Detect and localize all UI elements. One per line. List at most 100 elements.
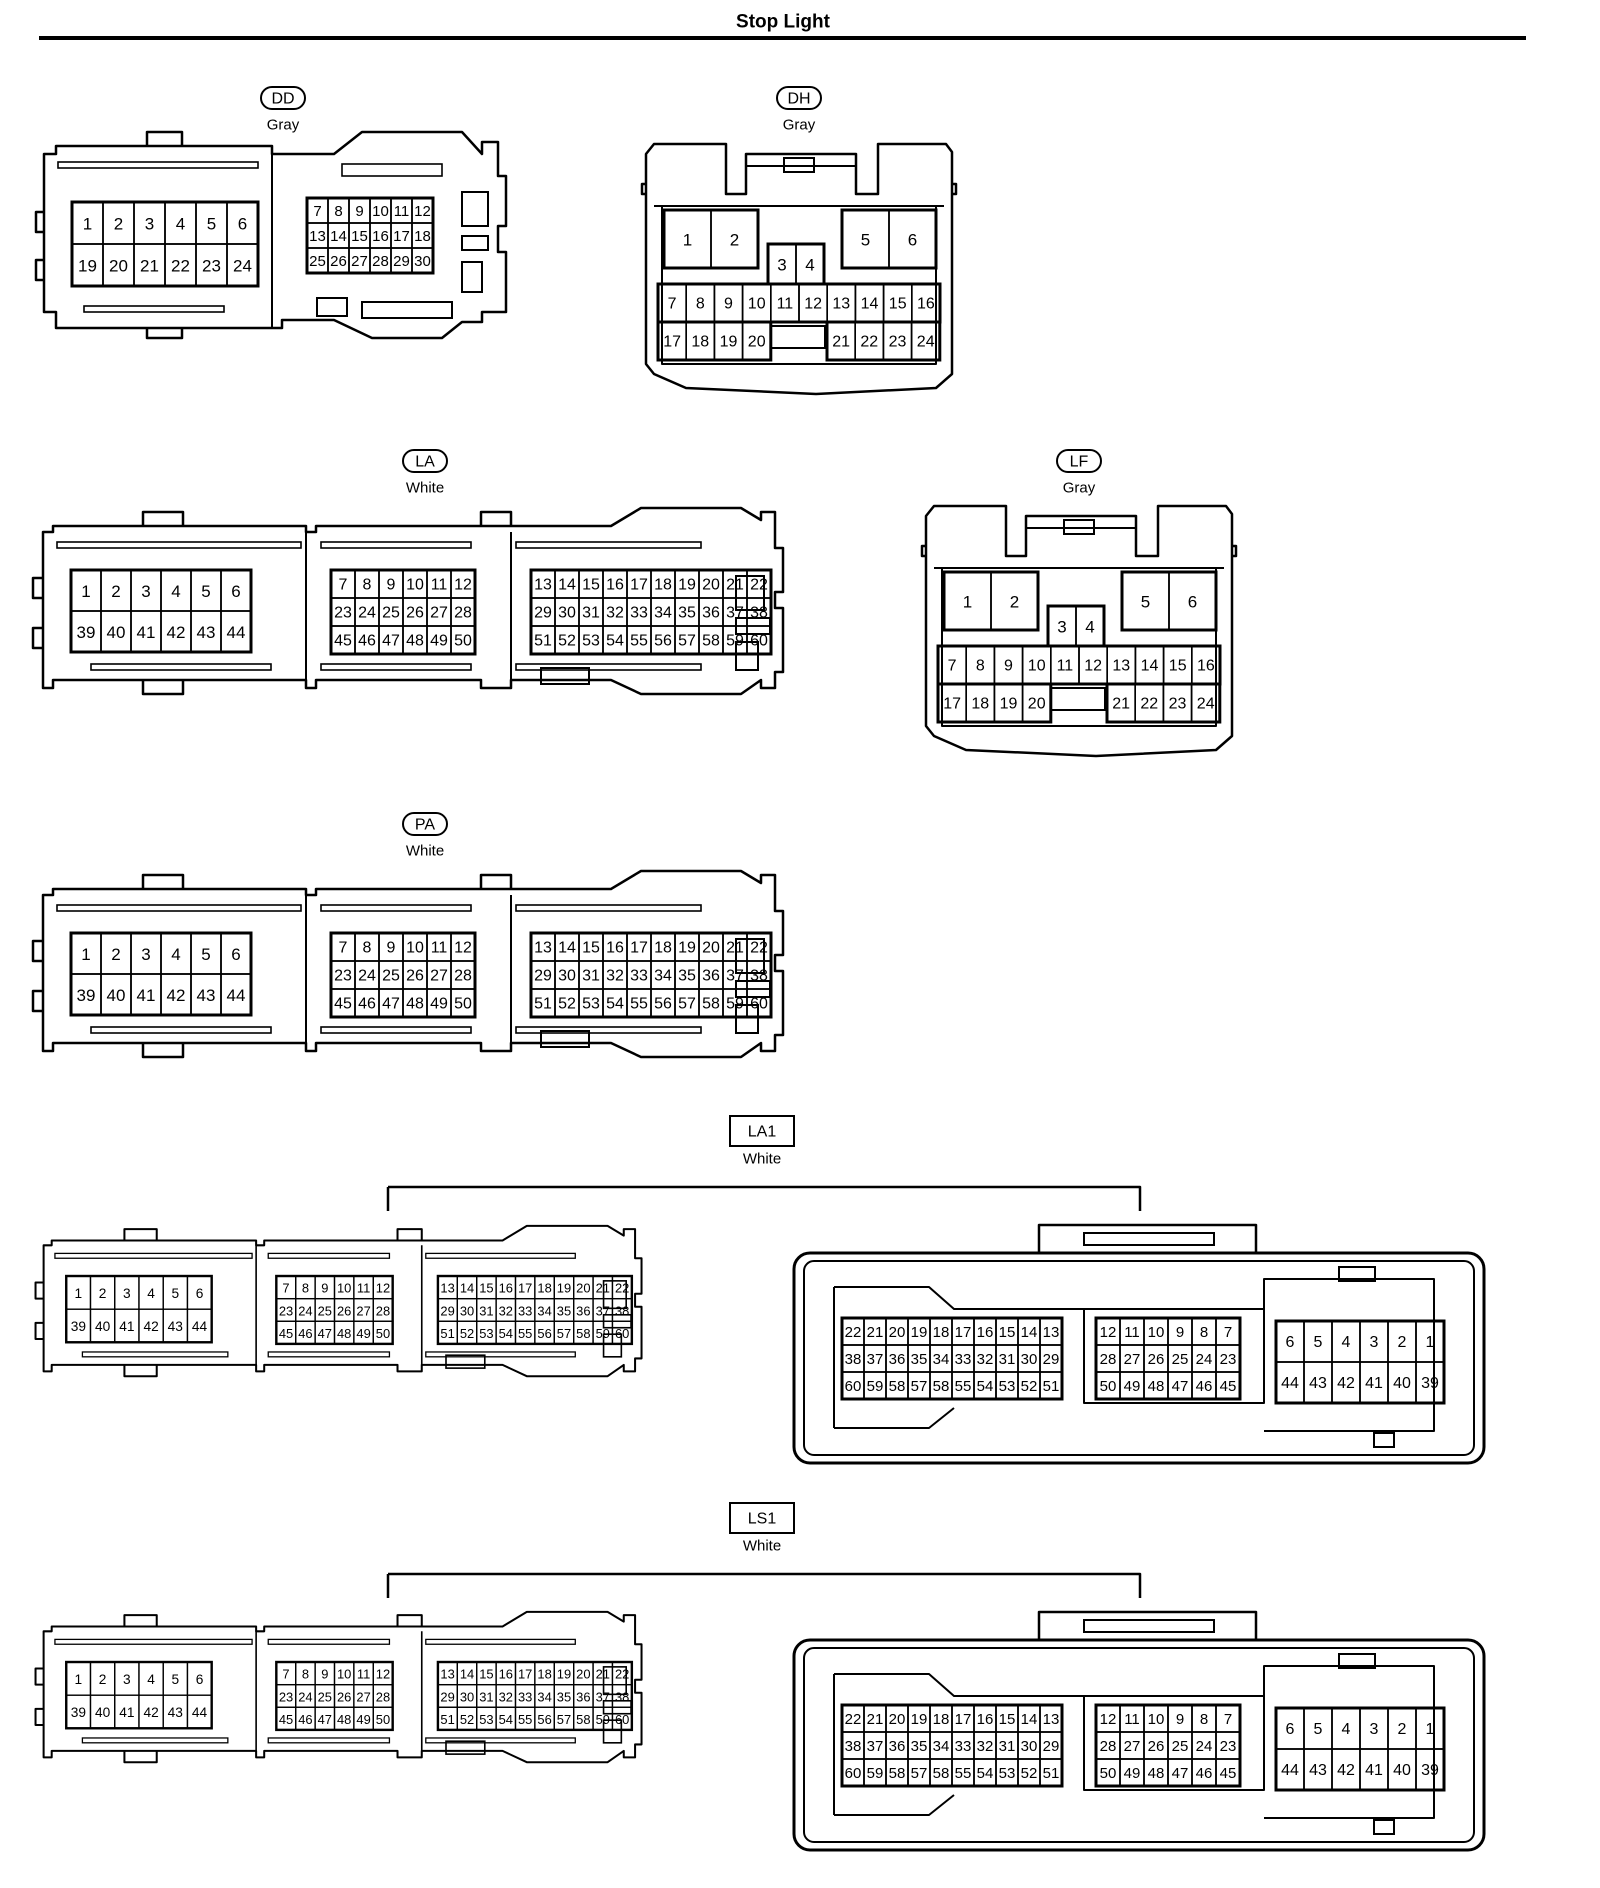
- pin-number: 28: [454, 968, 472, 985]
- pin-number: 9: [1176, 1324, 1184, 1341]
- pin-number: 51: [1043, 1378, 1060, 1395]
- pin-number: 30: [558, 968, 576, 985]
- pin-number: 12: [414, 203, 431, 220]
- pin-number: 6: [231, 945, 240, 964]
- pin-number: 6: [908, 231, 917, 250]
- pin-number: 22: [845, 1711, 862, 1728]
- pin-number: 31: [479, 1303, 493, 1318]
- pin-number: 32: [977, 1738, 994, 1755]
- pin-number: 41: [137, 986, 156, 1005]
- pin-number: 12: [454, 940, 472, 957]
- pin-number: 36: [576, 1303, 590, 1318]
- pin-number: 18: [691, 334, 709, 351]
- pin-number: 51: [534, 633, 552, 650]
- title-rule: [39, 36, 1526, 40]
- pin-number: 10: [337, 1667, 351, 1682]
- pin-number: 18: [971, 696, 989, 713]
- pin-number: 24: [358, 605, 376, 622]
- pin-number: 13: [1112, 658, 1130, 675]
- pin-number: 11: [394, 203, 410, 220]
- pin-number: 6: [1188, 593, 1197, 612]
- pin-number: 29: [1043, 1738, 1060, 1755]
- pin-number: 14: [558, 940, 576, 957]
- pin-number: 37: [596, 1303, 610, 1318]
- pin-number: 2: [114, 215, 123, 234]
- pin-number: 20: [702, 577, 720, 594]
- pin-number: 16: [977, 1324, 994, 1341]
- pin-number: 42: [1337, 1375, 1355, 1392]
- pin-number: 27: [351, 253, 368, 270]
- pin-number: 5: [1314, 1334, 1323, 1351]
- pin-number: 24: [1196, 1738, 1213, 1755]
- pin-number: 10: [748, 296, 766, 313]
- pin-number: 7: [282, 1667, 289, 1682]
- pin-number: 20: [576, 1667, 590, 1682]
- pin-number: 39: [71, 1705, 86, 1720]
- pin-number: 47: [1172, 1765, 1189, 1782]
- pin-number: 28: [376, 1689, 390, 1704]
- pin-number: 35: [678, 968, 696, 985]
- pin-number: 44: [227, 623, 246, 642]
- pin-number: 35: [678, 605, 696, 622]
- face-outline: [792, 1638, 1486, 1852]
- pin-number: 41: [119, 1319, 134, 1334]
- pin-number: 29: [440, 1303, 454, 1318]
- pin-number: 10: [1148, 1324, 1165, 1341]
- pin-number: 48: [1148, 1378, 1165, 1395]
- pin-number: 3: [1057, 618, 1066, 637]
- pin-cell: [450, 625, 476, 655]
- pin-number: 54: [499, 1712, 513, 1727]
- pin-number: 34: [654, 605, 672, 622]
- connector-color: Gray: [267, 117, 300, 134]
- pin-number: 40: [1393, 1762, 1411, 1779]
- pin-number: 34: [654, 968, 672, 985]
- pin-number: 21: [1112, 696, 1130, 713]
- pin-number: 46: [1196, 1765, 1213, 1782]
- pin-number: 57: [557, 1326, 571, 1341]
- pin-number: 8: [363, 940, 372, 957]
- connector-color: White: [406, 480, 444, 497]
- pin-number: 49: [356, 1326, 370, 1341]
- pin-number: 8: [1200, 1711, 1208, 1728]
- pin-number: 45: [1220, 1378, 1237, 1395]
- pin-number: 9: [1004, 658, 1013, 675]
- pin-number: 48: [337, 1326, 351, 1341]
- pin-number: 21: [726, 577, 744, 594]
- pin-number: 15: [479, 1667, 493, 1682]
- pin-number: 3: [141, 945, 150, 964]
- connector-color: White: [743, 1538, 781, 1555]
- pin-number: 11: [777, 296, 794, 313]
- pin-cell: [186, 1694, 213, 1729]
- pin-number: 13: [832, 296, 850, 313]
- pin-cell: [746, 988, 772, 1018]
- pin-number: 23: [1220, 1351, 1237, 1368]
- pin-number: 45: [1220, 1765, 1237, 1782]
- pin-number: 2: [1398, 1721, 1407, 1738]
- pin-number: 36: [576, 1689, 590, 1704]
- pin-number: 3: [1370, 1334, 1379, 1351]
- pin-number: 17: [943, 696, 961, 713]
- pin-number: 53: [999, 1765, 1016, 1782]
- pin-number: 9: [724, 296, 733, 313]
- pin-number: 32: [499, 1689, 513, 1704]
- pin-number: 13: [534, 940, 552, 957]
- pin-number: 46: [358, 996, 376, 1013]
- pin-cell: [1215, 1371, 1241, 1400]
- pin-number: 11: [431, 940, 448, 957]
- pin-number: 9: [387, 940, 396, 957]
- pin-number: 55: [630, 996, 648, 1013]
- pin-number: 12: [1084, 658, 1102, 675]
- pin-number: 52: [460, 1326, 474, 1341]
- pin-number: 22: [615, 1281, 629, 1296]
- pin-number: 55: [518, 1712, 532, 1727]
- pin-number: 49: [1124, 1765, 1141, 1782]
- pin-number: 9: [321, 1281, 328, 1296]
- pin-number: 22: [750, 577, 768, 594]
- pin-number: 42: [167, 623, 186, 642]
- connector-code: LF: [1070, 454, 1089, 471]
- connector-code-badge: [402, 812, 448, 836]
- pin-number: 21: [867, 1324, 884, 1341]
- pin-number: 3: [145, 215, 154, 234]
